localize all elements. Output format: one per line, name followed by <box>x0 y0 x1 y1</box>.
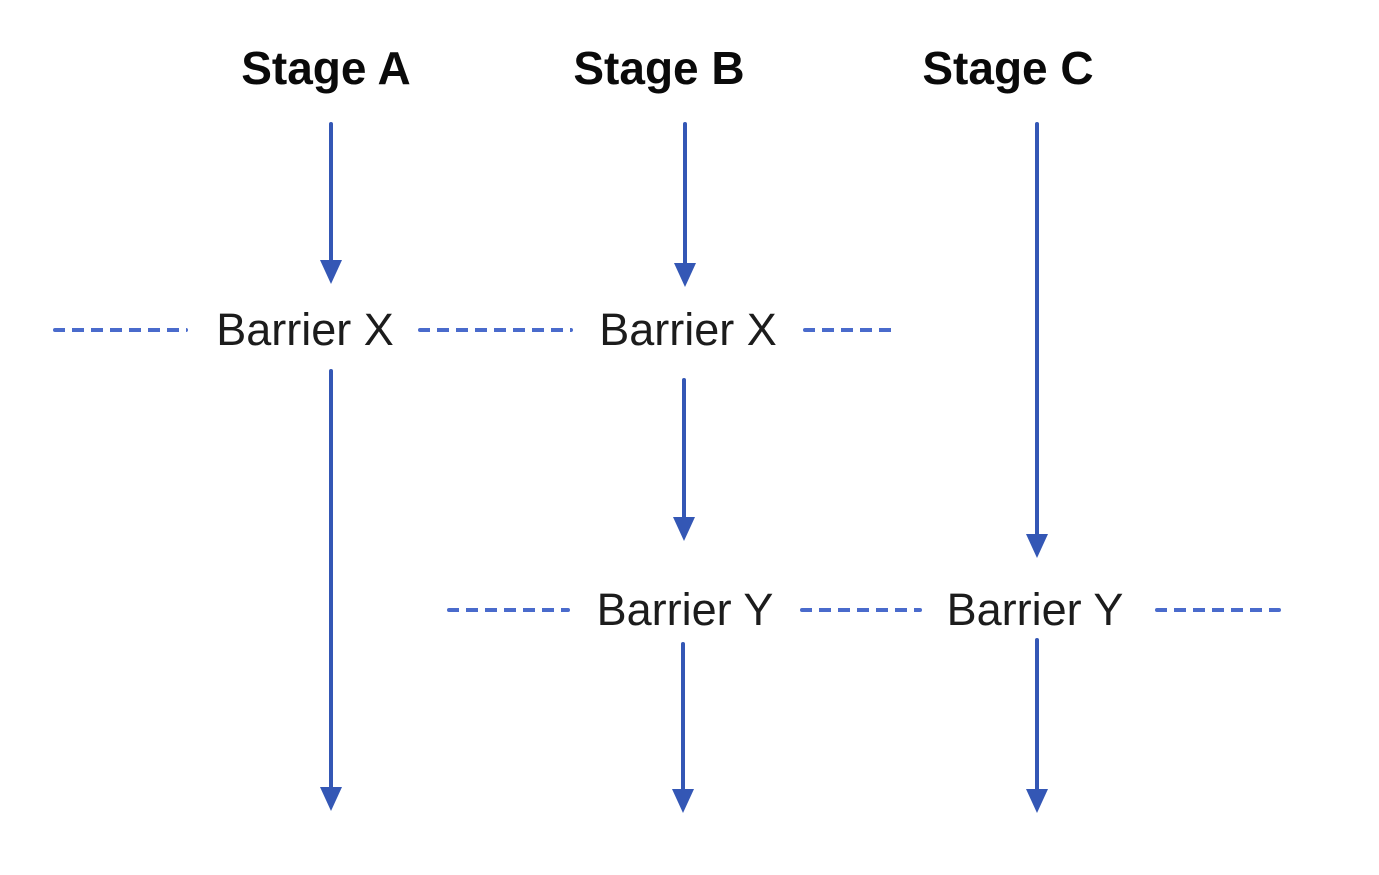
arrowhead-down-icon <box>1026 534 1048 558</box>
barrier-x-dashed-line-right <box>803 328 894 332</box>
arrow-shaft <box>329 369 333 793</box>
barrier-x-dashed-line-middle <box>418 328 573 332</box>
barrier-x-dashed-line-left <box>53 328 188 332</box>
arrow-shaft <box>329 122 333 266</box>
barrier-y-dashed-line-middle <box>800 608 922 612</box>
barrier-y-dashed-line-right <box>1155 608 1281 612</box>
stage-c-title: Stage C <box>922 42 1094 94</box>
arrow-shaft <box>681 642 685 795</box>
arrowhead-down-icon <box>674 263 696 287</box>
arrowhead-down-icon <box>320 260 342 284</box>
barrier-y-label-stage-c: Barrier Y <box>946 584 1124 635</box>
arrow-shaft <box>1035 122 1039 540</box>
stage-b-title: Stage B <box>573 42 745 94</box>
barrier-x-label-stage-a: Barrier X <box>216 304 394 355</box>
arrow-shaft <box>682 378 686 523</box>
arrow-shaft <box>1035 638 1039 795</box>
barrier-y-label-stage-b: Barrier Y <box>596 584 774 635</box>
stage-a-title: Stage A <box>241 42 411 94</box>
barrier-x-label-stage-b: Barrier X <box>599 304 777 355</box>
arrowhead-down-icon <box>672 789 694 813</box>
arrow-shaft <box>683 122 687 269</box>
arrowhead-down-icon <box>1026 789 1048 813</box>
arrowhead-down-icon <box>320 787 342 811</box>
arrowhead-down-icon <box>673 517 695 541</box>
barrier-y-dashed-line-left <box>447 608 570 612</box>
